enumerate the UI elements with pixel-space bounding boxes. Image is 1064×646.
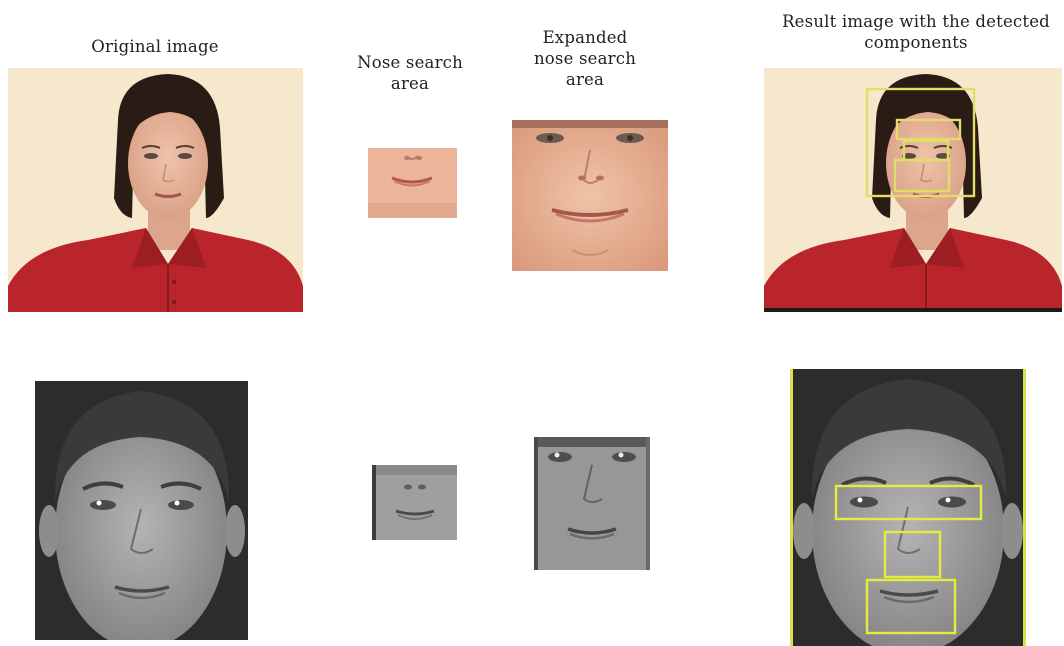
result-gray-photo (790, 369, 1026, 646)
expanded-nose-search-area-gray (534, 437, 650, 570)
original-color-photo (8, 68, 303, 312)
caption-expanded-nose-search-area: Expanded nose search area (505, 27, 665, 90)
caption-nose-search-area: Nose search area (340, 52, 480, 94)
original-gray-photo (35, 381, 248, 640)
caption-original-image: Original image (70, 36, 240, 57)
nose-search-area-gray (372, 465, 457, 540)
nose-search-area-color (368, 148, 457, 218)
result-color-photo (764, 68, 1062, 312)
caption-result-image: Result image with the detected component… (766, 11, 1064, 53)
expanded-nose-search-area-color (512, 120, 668, 271)
